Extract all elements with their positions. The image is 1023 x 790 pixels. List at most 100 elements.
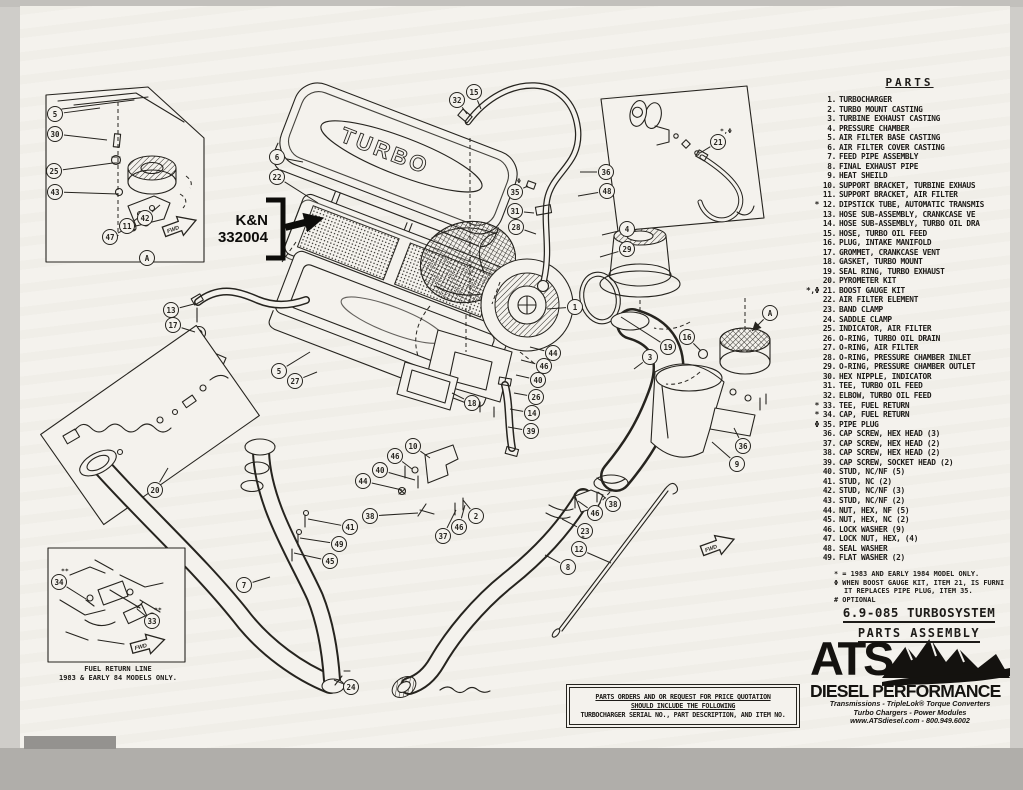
- parts-list-item-46: 46.LOCK WASHER (9): [822, 524, 905, 534]
- callout-11: 11: [119, 218, 135, 234]
- logo-tagline-3: www.ATSdiesel.com - 800.949.6002: [850, 716, 970, 726]
- callout-23: 23: [577, 523, 593, 539]
- parts-list-item-19: 19.SEAL RING, TURBO EXHAUST: [822, 266, 945, 276]
- parts-list-item-33: *33.TEE, FUEL RETURN: [814, 400, 910, 410]
- title-line-2: PARTS ASSEMBLY: [857, 626, 981, 643]
- parts-list-item-40: 40.STUD, NC/NF (5): [822, 467, 905, 477]
- callout-41: 41: [342, 519, 358, 535]
- parts-list-item-8: 8.FINAL EXHAUST PIPE: [827, 161, 919, 171]
- parts-list-item-42: 42.STUD, NC/NF (3): [822, 486, 905, 496]
- svg-text:FWD: FWD: [704, 544, 718, 554]
- callout-45: 45: [322, 553, 338, 569]
- callout-26: 26: [528, 389, 544, 405]
- callout-18: 18: [464, 395, 480, 411]
- callout-46: 46: [587, 505, 603, 521]
- parts-footnotes: * = 1983 AND EARLY 1984 MODEL ONLY.Φ WHE…: [806, 570, 1013, 605]
- callout-12: 12*: [571, 534, 587, 557]
- callout-15: 15: [466, 84, 482, 100]
- parts-list-item-45: 45.NUT, HEX, NC (2): [822, 515, 910, 525]
- callout-7: 7: [236, 577, 252, 593]
- callout-10: 10: [405, 438, 421, 454]
- diesel-performance-text: DIESEL PERFORMANCE: [810, 681, 1001, 701]
- parts-list-item-41: 41.STUD, NC (2): [822, 476, 892, 486]
- parts-order-box: PARTS ORDERS AND OR REQUEST FOR PRICE QU…: [566, 684, 800, 728]
- callout-24: 24: [343, 679, 359, 695]
- parts-list-item-18: 18.GASKET, TURBO MOUNT: [822, 257, 923, 267]
- fuel-return-caption-2: 1983 & EARLY 84 MODELS ONLY.: [58, 673, 177, 682]
- ats-logo-block: ATS DIESEL PERFORMANCE Transmissions - T…: [810, 635, 1010, 726]
- parts-list-item-34: *34.CAP, FUEL RETURN: [814, 410, 910, 420]
- parts-list-item-47: 47.LOCK NUT, HEX, (4): [822, 534, 919, 544]
- parts-list-item-3: 3.TURBINE EXHAUST CASTING: [827, 114, 941, 124]
- callout-5: 5: [47, 106, 63, 122]
- callout-1: 1: [567, 299, 583, 315]
- construction-lines: [281, 241, 611, 513]
- callout-8: 8: [560, 559, 576, 575]
- callout-38: 38: [605, 496, 621, 512]
- callout-47: 47: [102, 229, 118, 245]
- parts-list-item-2: 2.TURBO MOUNT CASTING: [827, 104, 923, 114]
- callout-31: 31: [507, 203, 523, 219]
- parts-list-item-37: 37.CAP SCREW, HEX HEAD (2): [822, 438, 941, 448]
- callout-3: 3: [642, 349, 658, 365]
- indicator-assembly: [653, 298, 771, 437]
- fuel-return-caption: FUEL RETURN LINE 1983 & EARLY 84 MODELS …: [42, 665, 194, 682]
- parts-list-item-20: 20.PYROMETER KIT: [822, 276, 897, 286]
- parts-list-item-11: 11.SUPPORT BRACKET, AIR FILTER: [822, 190, 958, 200]
- turbocharger: [396, 220, 574, 418]
- turbo-oil-feed-line: [457, 82, 582, 318]
- callout-16: 16: [679, 329, 695, 345]
- callout-30: 30: [47, 126, 63, 142]
- parts-list-item-16: 16.PLUG, INTAKE MANIFOLD: [822, 238, 932, 248]
- fuel-return-caption-1: FUEL RETURN LINE: [84, 665, 152, 673]
- parts-list-item-4: 4.PRESSURE CHAMBER: [827, 123, 910, 133]
- svg-text:FWD: FWD: [166, 225, 180, 235]
- parts-list-item-30: 30.HEX NIPPLE, INDICATOR: [822, 371, 932, 381]
- callout-48: 48: [599, 183, 615, 199]
- callout-46: 46: [387, 448, 403, 464]
- callout-38: 38: [362, 508, 378, 524]
- parts-list-item-10: 10.SUPPORT BRACKET, TURBINE EXHAUS: [822, 180, 976, 190]
- feed-pipe-assembly: [79, 438, 351, 694]
- callout-49: 49: [331, 536, 347, 552]
- parts-list-item-27: 27.O-RING, AIR FILTER: [822, 343, 919, 353]
- callout-28: 28: [508, 219, 524, 235]
- callout-46: 46: [536, 358, 552, 374]
- callout-21: 21*,Φ: [710, 127, 732, 150]
- order-box-line-3: TURBOCHARGER SERIAL NO., PART DESCRIPTIO…: [580, 711, 786, 719]
- footnote-2: Φ WHEN BOOST GAUGE KIT, ITEM 21, IS FURN…: [834, 578, 1005, 587]
- parts-list-item-48: 48.SEAL WASHER: [822, 543, 888, 553]
- scan-corner-shadow: [24, 736, 116, 749]
- title-line-1: 6.9-085 TURBOSYSTEM: [842, 605, 996, 623]
- fwd-arrow-1: FWD: [161, 215, 198, 238]
- parts-list-item-14: 14.HOSE SUB-ASSEMBLY, TURBO OIL DRA: [822, 219, 980, 229]
- parts-list-item-39: 39.CAP SCREW, SOCKET HEAD (2): [822, 457, 954, 467]
- logo-tagline-1: Transmissions - TripleLok® Torque Conver…: [829, 699, 991, 708]
- fwd-arrow-3: FWD: [699, 534, 736, 557]
- parts-list-item-22: 22.AIR FILTER ELEMENT: [822, 295, 919, 305]
- callout-44: 44: [545, 345, 561, 361]
- boost-gauge-inset: [600, 85, 765, 232]
- svg-text:FWD: FWD: [134, 643, 148, 652]
- title-block: 6.9-085 TURBOSYSTEM PARTS ASSEMBLY: [834, 604, 1004, 643]
- callout-22: 22: [269, 169, 285, 185]
- parts-list-item-15: 15.HOSE, TURBO OIL FEED: [822, 228, 927, 238]
- parts-list-item-38: 38.CAP SCREW, HEX HEAD (2): [822, 448, 941, 458]
- callout-A: A: [762, 305, 778, 321]
- parts-list-item-9: 9.HEAT SHEILD: [827, 171, 888, 181]
- callout-2: 2: [468, 508, 484, 524]
- turbo-oil-drain-hose: [497, 376, 520, 457]
- callout-9: 9: [729, 456, 745, 472]
- parts-list-title: PARTS: [885, 76, 934, 89]
- callout-29: 29: [619, 241, 635, 257]
- callout-33: 33**: [144, 606, 162, 629]
- kn-brand: K&N: [235, 212, 269, 229]
- callout-20: 20: [147, 482, 163, 498]
- callout-44: 44: [355, 473, 371, 489]
- callout-34: 34**: [51, 567, 69, 590]
- parts-list-item-7: 7.FEED PIPE ASSEMBLY: [827, 152, 919, 162]
- heat-shield: [650, 363, 725, 458]
- callout-46: 46: [451, 519, 467, 535]
